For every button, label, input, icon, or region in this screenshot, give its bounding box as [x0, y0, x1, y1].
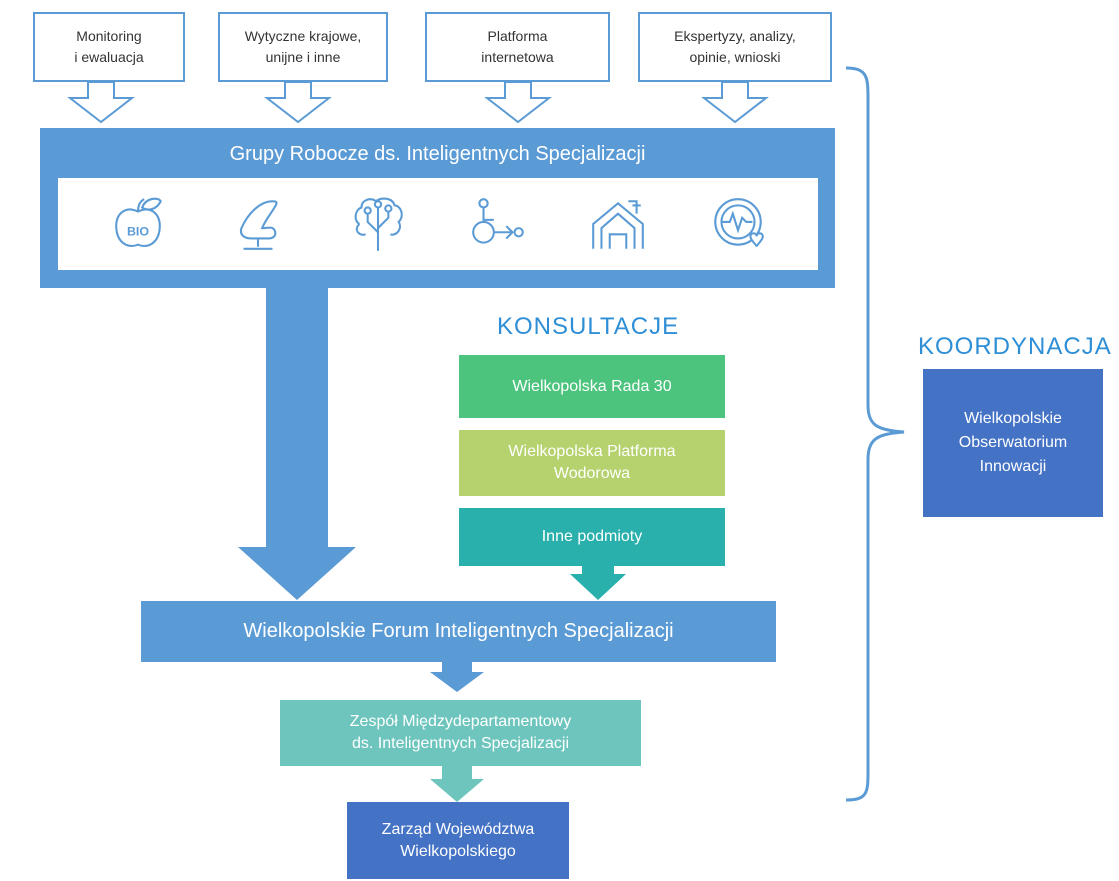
- consultations-heading: KONSULTACJE: [497, 313, 680, 340]
- consult-rada-label: Wielkopolska Rada 30: [512, 377, 672, 395]
- team-board-arrow: [430, 765, 484, 802]
- forum-label: Wielkopolskie Forum Inteligentnych Specj…: [243, 620, 674, 642]
- consult-hydrogen-label: Wielkopolska Platforma Wodorowa: [508, 443, 676, 482]
- big-down-arrow: [238, 288, 356, 600]
- input-arrow-4: [701, 81, 769, 124]
- health-heart-icon: [714, 198, 764, 248]
- input-arrow-1: [67, 81, 135, 124]
- consult-other-label: Inne podmioty: [541, 528, 643, 545]
- bio-apple-icon: BIO: [115, 197, 162, 247]
- team-box: Zespół Międzydepartamentowy ds. Intelige…: [280, 700, 641, 766]
- consult-other: Inne podmioty: [459, 508, 725, 566]
- consult-arrow: [570, 565, 626, 600]
- input-monitoring-label: Monitoring i ewaluacja: [74, 28, 144, 65]
- board-box: Zarząd Województwa Wielkopolskiego: [347, 802, 569, 879]
- bio-label: BIO: [127, 224, 149, 238]
- input-expertise: Ekspertyzy, analizy, opinie, wnioski: [638, 12, 832, 82]
- observatory-box: Wielkopolskie Obserwatorium Innowacji: [923, 369, 1103, 517]
- consult-hydrogen: Wielkopolska Platforma Wodorowa: [459, 430, 725, 496]
- input-expertise-label: Ekspertyzy, analizy, opinie, wnioski: [674, 28, 796, 65]
- forum-team-arrow: [430, 662, 484, 692]
- consult-rada: Wielkopolska Rada 30: [459, 355, 725, 418]
- input-guidelines: Wytyczne krajowe, unijne i inne: [218, 12, 388, 82]
- board-label: Zarząd Województwa Wielkopolskiego: [381, 820, 535, 860]
- input-arrow-2: [264, 81, 332, 124]
- chair-icon: [239, 200, 278, 250]
- input-monitoring: Monitoring i ewaluacja: [33, 12, 185, 82]
- forum-box: Wielkopolskie Forum Inteligentnych Specj…: [141, 601, 776, 662]
- input-guidelines-label: Wytyczne krajowe, unijne i inne: [244, 28, 362, 65]
- input-arrow-3: [484, 81, 552, 124]
- coordination-heading: KOORDYNACJA: [918, 333, 1112, 360]
- building-icon: [592, 200, 644, 249]
- circuit-tree-icon: [354, 197, 403, 251]
- input-platform: Platforma internetowa: [425, 12, 610, 82]
- input-platform-label: Platforma internetowa: [481, 28, 554, 65]
- mobility-icon: [472, 198, 524, 244]
- working-groups-icons: BIO: [58, 178, 818, 270]
- team-label: Zespół Międzydepartamentowy ds. Intelige…: [349, 713, 572, 752]
- observatory-label: Wielkopolskie Obserwatorium Innowacji: [958, 410, 1068, 475]
- working-groups-title: Grupy Robocze ds. Inteligentnych Specjal…: [229, 143, 646, 165]
- coordination-bracket: [845, 66, 905, 802]
